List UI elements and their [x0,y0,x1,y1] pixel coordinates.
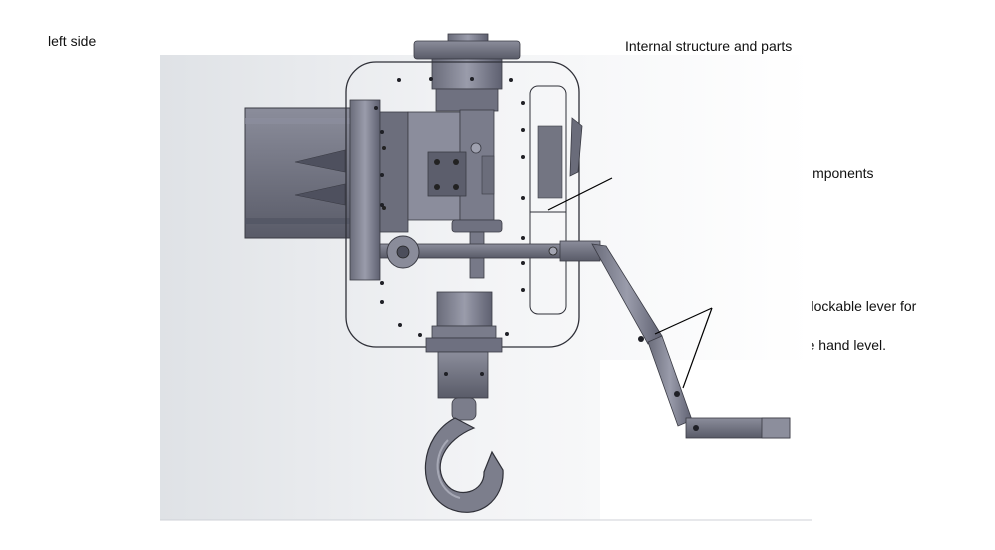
bottom-block [425,291,503,399]
view-label: left side [48,33,97,49]
external-lever [559,240,791,439]
lever-leader-line-2 [682,307,713,389]
hook [424,397,504,513]
top-cap [413,33,521,112]
electronics-compartment [529,85,567,315]
housing-bolts [374,77,525,337]
sealed-leader-line [547,177,613,211]
diagram-title: Internal structure and parts [625,38,793,54]
motor [244,99,409,281]
gearbox [407,109,503,279]
lever-leader-line-1 [654,307,713,335]
